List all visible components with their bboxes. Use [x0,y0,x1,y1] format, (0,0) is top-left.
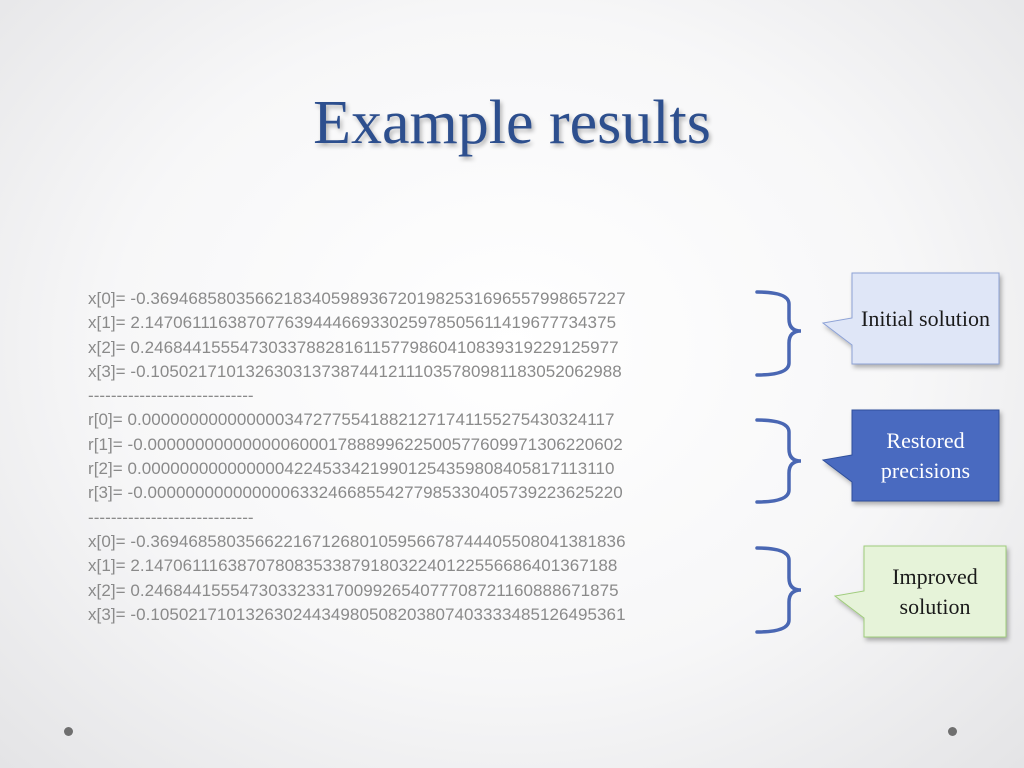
residual-r0-line: r[0]= 0.00000000000000034727755418821271… [88,410,615,430]
improved-x2-line: x[2]= 0.24684415554730332331700992654077… [88,580,619,600]
residual-r1-line: r[1]= -0.0000000000000006000178889962250… [88,434,623,454]
initial-x2-line: x[2]= 0.24684415554730337882816115779860… [88,337,619,357]
callout-initial-solution: Initial solution [861,305,990,331]
separator-line: ----------------------------- [88,386,254,406]
callout-restored-precisions: Restored precisions [880,427,971,483]
separator-line: ----------------------------- [88,507,254,527]
residual-r3-line: r[3]= -0.0000000000000006332466855427798… [88,483,623,503]
improved-x0-line: x[0]= -0.3694685803566221671268010595667… [88,531,626,551]
brace-improved [755,546,802,634]
initial-x3-line: x[3]= -0.1050217101326303137387441211103… [88,361,622,381]
residual-r2-line: r[2]= 0.00000000000000042245334219901254… [88,459,615,479]
decorative-dot-right [948,727,957,736]
brace-initial [755,290,802,377]
improved-x3-line: x[3]= -0.1050217101326302443498050820380… [88,604,626,624]
decorative-dot-left [64,727,73,736]
callout-improved-solution: Improved solution [892,563,978,619]
callout-improved-shape [833,545,1007,638]
brace-restored [755,418,802,504]
callout-initial-shape [821,272,1000,365]
improved-x1-line: x[1]= 2.14706111638707808353387918032240… [88,556,618,576]
initial-x0-line: x[0]= -0.3694685803566218340598936720198… [88,289,626,308]
initial-x1-line: x[1]= 2.14706111638707763944466933025978… [88,313,617,333]
slide-title: Example results [313,89,711,157]
results-listing: x[0]= -0.3694685803566218340598936720198… [88,287,626,627]
callout-restored-shape [821,409,1000,502]
